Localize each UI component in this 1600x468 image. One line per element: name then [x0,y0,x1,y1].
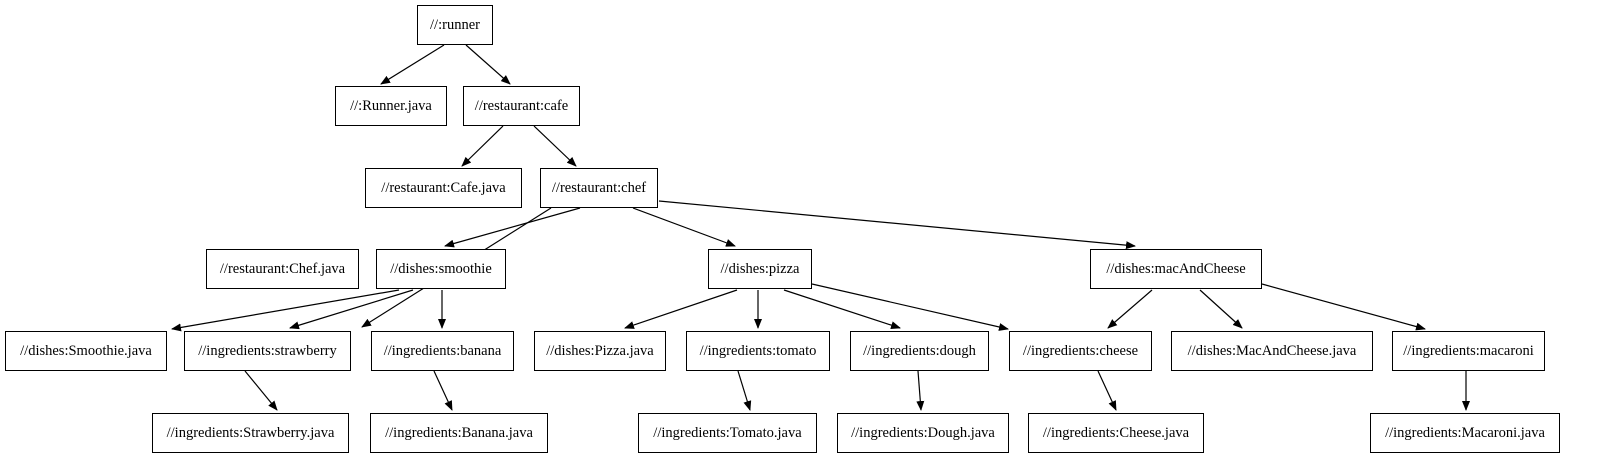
node-label-dishes_macandcheese: //dishes:macAndCheese [1106,260,1246,277]
edge-ing_cheese-to-ing_cheese_java [1097,370,1117,411]
edge-dishes_pizza-to-dishes_pizza_java [624,289,738,329]
node-restaurant_cafe[interactable]: //restaurant:cafe [463,86,580,126]
node-label-dishes_smoothie: //dishes:smoothie [390,260,492,277]
node-label-ing_banana: //ingredients:banana [383,342,502,359]
node-dishes_macandcheese[interactable]: //dishes:macAndCheese [1090,249,1262,289]
node-ing_dough[interactable]: //ingredients:dough [850,331,989,371]
node-label-dishes_pizza: //dishes:pizza [720,260,800,277]
node-dishes_smoothie[interactable]: //dishes:smoothie [376,249,506,289]
edge-dishes_smoothie-to-dishes_smoothie_java [171,289,400,332]
edge-runner-to-runner_java [380,44,445,85]
node-label-dishes_smoothie_java: //dishes:Smoothie.java [20,342,152,359]
node-ing_tomato_java[interactable]: //ingredients:Tomato.java [638,413,817,453]
node-ing_tomato[interactable]: //ingredients:tomato [686,331,830,371]
edge-dishes_macandcheese-to-dishes_macandcheese_java [1199,289,1243,329]
node-ing_macaroni_java[interactable]: //ingredients:Macaroni.java [1370,413,1560,453]
node-ing_strawberry[interactable]: //ingredients:strawberry [184,331,351,371]
node-label-ing_strawberry_java: //ingredients:Strawberry.java [166,424,335,441]
node-label-ing_cheese: //ingredients:cheese [1022,342,1139,359]
node-label-ing_dough_java: //ingredients:Dough.java [851,424,995,441]
node-label-runner_java: //:Runner.java [350,97,432,114]
node-label-ing_strawberry: //ingredients:strawberry [198,342,337,359]
node-ing_banana_java[interactable]: //ingredients:Banana.java [370,413,548,453]
node-label-ing_macaroni: //ingredients:macaroni [1403,342,1534,359]
edge-restaurant_chef-to-dishes_macandcheese [658,200,1136,250]
node-label-ing_tomato_java: //ingredients:Tomato.java [653,424,802,441]
node-restaurant_cafe_java[interactable]: //restaurant:Cafe.java [365,168,522,208]
edge-restaurant_chef-to-dishes_smoothie [444,207,581,248]
node-ing_strawberry_java[interactable]: //ingredients:Strawberry.java [152,413,349,453]
node-ing_dough_java[interactable]: //ingredients:Dough.java [837,413,1009,453]
edge-restaurant_cafe-to-restaurant_chef [533,125,577,167]
node-label-dishes_pizza_java: //dishes:Pizza.java [546,342,654,359]
node-label-restaurant_chef: //restaurant:chef [551,179,647,196]
edge-restaurant_cafe-to-restaurant_cafe_java [461,125,504,167]
node-label-dishes_macandcheese_java: //dishes:MacAndCheese.java [1187,342,1357,359]
edge-dishes_pizza-to-ing_dough [783,289,901,329]
node-label-restaurant_chef_java: //restaurant:Chef.java [219,260,346,277]
edge-dishes_pizza-to-ing_cheese [811,283,1009,331]
edge-runner-to-restaurant_cafe [465,44,511,85]
edge-ing_banana-to-ing_banana_java [433,370,453,411]
edge-dishes_macandcheese-to-ing_cheese [1107,289,1153,329]
edge-ing_dough-to-ing_dough_java [916,370,925,411]
node-runner[interactable]: //:runner [417,5,493,45]
node-ing_macaroni[interactable]: //ingredients:macaroni [1392,331,1545,371]
edge-dishes_macandcheese-to-ing_macaroni [1261,283,1426,331]
node-label-restaurant_cafe: //restaurant:cafe [474,97,569,114]
node-label-ing_banana_java: //ingredients:Banana.java [385,424,533,441]
node-ing_cheese_java[interactable]: //ingredients:Cheese.java [1028,413,1204,453]
node-label-ing_tomato: //ingredients:tomato [699,342,817,359]
node-label-ing_cheese_java: //ingredients:Cheese.java [1042,424,1190,441]
edge-ing_strawberry-to-ing_strawberry_java [244,370,278,411]
node-restaurant_chef[interactable]: //restaurant:chef [540,168,658,208]
node-runner_java[interactable]: //:Runner.java [335,86,447,126]
node-dishes_macandcheese_java[interactable]: //dishes:MacAndCheese.java [1171,331,1373,371]
node-label-ing_macaroni_java: //ingredients:Macaroni.java [1385,424,1545,441]
node-dishes_pizza_java[interactable]: //dishes:Pizza.java [534,331,666,371]
node-label-restaurant_cafe_java: //restaurant:Cafe.java [381,179,506,196]
node-label-ing_dough: //ingredients:dough [863,342,976,359]
node-dishes_pizza[interactable]: //dishes:pizza [708,249,812,289]
node-ing_cheese[interactable]: //ingredients:cheese [1009,331,1152,371]
edge-restaurant_chef-to-dishes_pizza [632,207,736,247]
node-ing_banana[interactable]: //ingredients:banana [371,331,514,371]
edge-dishes_smoothie-to-ing_strawberry [289,289,414,330]
node-dishes_smoothie_java[interactable]: //dishes:Smoothie.java [5,331,167,371]
edge-ing_tomato-to-ing_tomato_java [737,370,752,411]
node-label-runner: //:runner [430,16,480,33]
node-restaurant_chef_java[interactable]: //restaurant:Chef.java [206,249,359,289]
